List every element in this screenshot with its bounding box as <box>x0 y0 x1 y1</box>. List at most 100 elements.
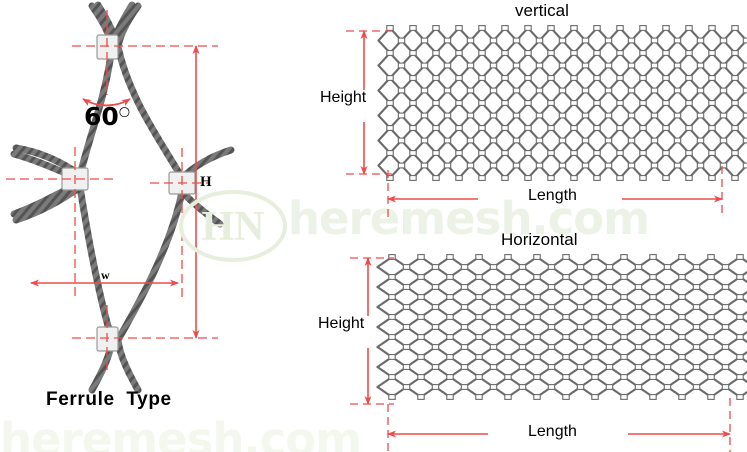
mesh-ferrule-node <box>685 150 693 156</box>
mesh-ferrule-node <box>388 274 396 280</box>
mesh-ferrule-node <box>460 304 469 310</box>
mesh-ferrule-node <box>524 125 532 131</box>
mesh-ferrule-node <box>593 100 601 106</box>
mesh-ferrule-node <box>731 50 739 56</box>
mesh-ferrule-node <box>524 150 532 156</box>
mesh-ferrule-node <box>547 75 555 81</box>
mesh-ferrule-node <box>736 314 744 320</box>
mesh-ferrule-node <box>402 324 411 330</box>
vertical-length-dimension <box>387 166 723 218</box>
mesh-ferrule-node <box>673 37 682 44</box>
mesh-ferrule-node <box>397 37 406 44</box>
mesh-ferrule-node <box>512 87 521 94</box>
mesh-ferrule-node <box>650 137 659 144</box>
mesh-ferrule-node <box>634 264 643 270</box>
mesh-ferrule-node <box>721 264 730 270</box>
mesh-ferrule-node <box>593 75 601 81</box>
mesh-ferrule-node <box>460 384 469 390</box>
mesh-ferrule-node <box>708 25 716 31</box>
mesh-ferrule-node <box>443 137 452 144</box>
mesh-ferrule-node <box>707 334 715 340</box>
mesh-ferrule-node <box>678 254 686 260</box>
mesh-ferrule-node <box>558 137 567 144</box>
mesh-ferrule-node <box>562 394 570 400</box>
mesh-ferrule-node <box>576 264 585 270</box>
watermark-logo-ellipse <box>179 190 287 262</box>
mesh-ferrule-node <box>591 334 599 340</box>
mesh-ferrule-node <box>558 62 567 69</box>
mesh-ferrule-node <box>591 314 599 320</box>
mesh-ferrule-node <box>627 62 636 69</box>
mesh-ferrule-node <box>535 62 544 69</box>
mesh-ferrule-node <box>478 50 486 56</box>
mesh-ferrule-node <box>692 364 701 370</box>
mesh-ferrule-node <box>708 100 716 106</box>
mesh-ferrule-node <box>562 294 570 300</box>
mesh-ferrule-node <box>446 334 454 340</box>
mesh-ferrule-node <box>692 344 701 350</box>
mesh-ferrule-node <box>581 137 590 144</box>
mesh-ferrule-node <box>455 175 463 181</box>
mesh-ferrule-node <box>455 50 463 56</box>
mesh-ferrule-node <box>475 294 483 300</box>
mesh-ferrule-node <box>466 137 475 144</box>
mesh-ferrule-node <box>721 304 730 310</box>
mesh-ferrule-node <box>533 334 541 340</box>
mesh-ferrule-node <box>547 364 556 370</box>
mesh-ferrule-node <box>432 175 440 181</box>
mesh-ferrule-node <box>721 344 730 350</box>
mesh-ferrule-node <box>420 112 429 119</box>
mesh-ferrule-node <box>420 37 429 44</box>
horizontal-height-dimension <box>350 257 394 405</box>
horizontal-mesh-group <box>350 254 747 452</box>
mesh-ferrule-node <box>535 37 544 44</box>
mesh-ferrule-node <box>639 50 647 56</box>
mesh-ferrule-node <box>719 112 728 119</box>
mesh-ferrule-node <box>547 284 556 290</box>
mesh-ferrule-node <box>431 364 440 370</box>
mesh-ferrule-node <box>504 254 512 260</box>
mesh-ferrule-node <box>504 354 512 360</box>
mesh-ferrule-node <box>409 100 417 106</box>
mesh-ferrule-node <box>673 137 682 144</box>
mesh-ferrule-node <box>570 125 578 131</box>
mesh-ferrule-node <box>443 162 452 169</box>
mesh-ferrule-node <box>475 334 483 340</box>
mesh-ferrule-node <box>535 112 544 119</box>
mesh-ferrule-node <box>504 334 512 340</box>
mesh-ferrule-node <box>547 175 555 181</box>
mesh-ferrule-node <box>620 354 628 360</box>
mesh-ferrule-node <box>504 314 512 320</box>
mesh-ferrule-node <box>432 125 440 131</box>
mesh-ferrule-node <box>719 37 728 44</box>
mesh-ferrule-node <box>639 150 647 156</box>
mesh-ferrule-node <box>446 394 454 400</box>
mesh-ferrule-node <box>742 162 747 169</box>
mesh-ferrule-node <box>504 274 512 280</box>
mesh-ferrule-node <box>386 150 394 156</box>
mesh-ferrule-node <box>535 137 544 144</box>
mesh-ferrule-node <box>558 87 567 94</box>
mesh-ferrule-node <box>535 87 544 94</box>
mesh-ferrule-node <box>446 314 454 320</box>
mesh-ferrule-node <box>649 334 657 340</box>
mesh-ferrule-node <box>501 150 509 156</box>
mesh-ferrule-node <box>460 344 469 350</box>
mesh-ferrule-node <box>562 314 570 320</box>
mesh-ferrule-node <box>719 62 728 69</box>
mesh-ferrule-node <box>616 25 624 31</box>
mesh-ferrule-node <box>478 175 486 181</box>
mesh-ferrule-node <box>663 344 672 350</box>
mesh-ferrule-node <box>570 100 578 106</box>
mesh-ferrule-node <box>562 374 570 380</box>
mesh-ferrule-node <box>562 334 570 340</box>
mesh-ferrule-node <box>397 112 406 119</box>
mesh-ferrule-node <box>388 294 396 300</box>
mesh-ferrule-node <box>736 354 744 360</box>
mesh-ferrule-node <box>547 264 556 270</box>
mesh-ferrule-node <box>512 62 521 69</box>
mesh-ferrule-node <box>616 50 624 56</box>
mesh-ferrule-node <box>576 344 585 350</box>
